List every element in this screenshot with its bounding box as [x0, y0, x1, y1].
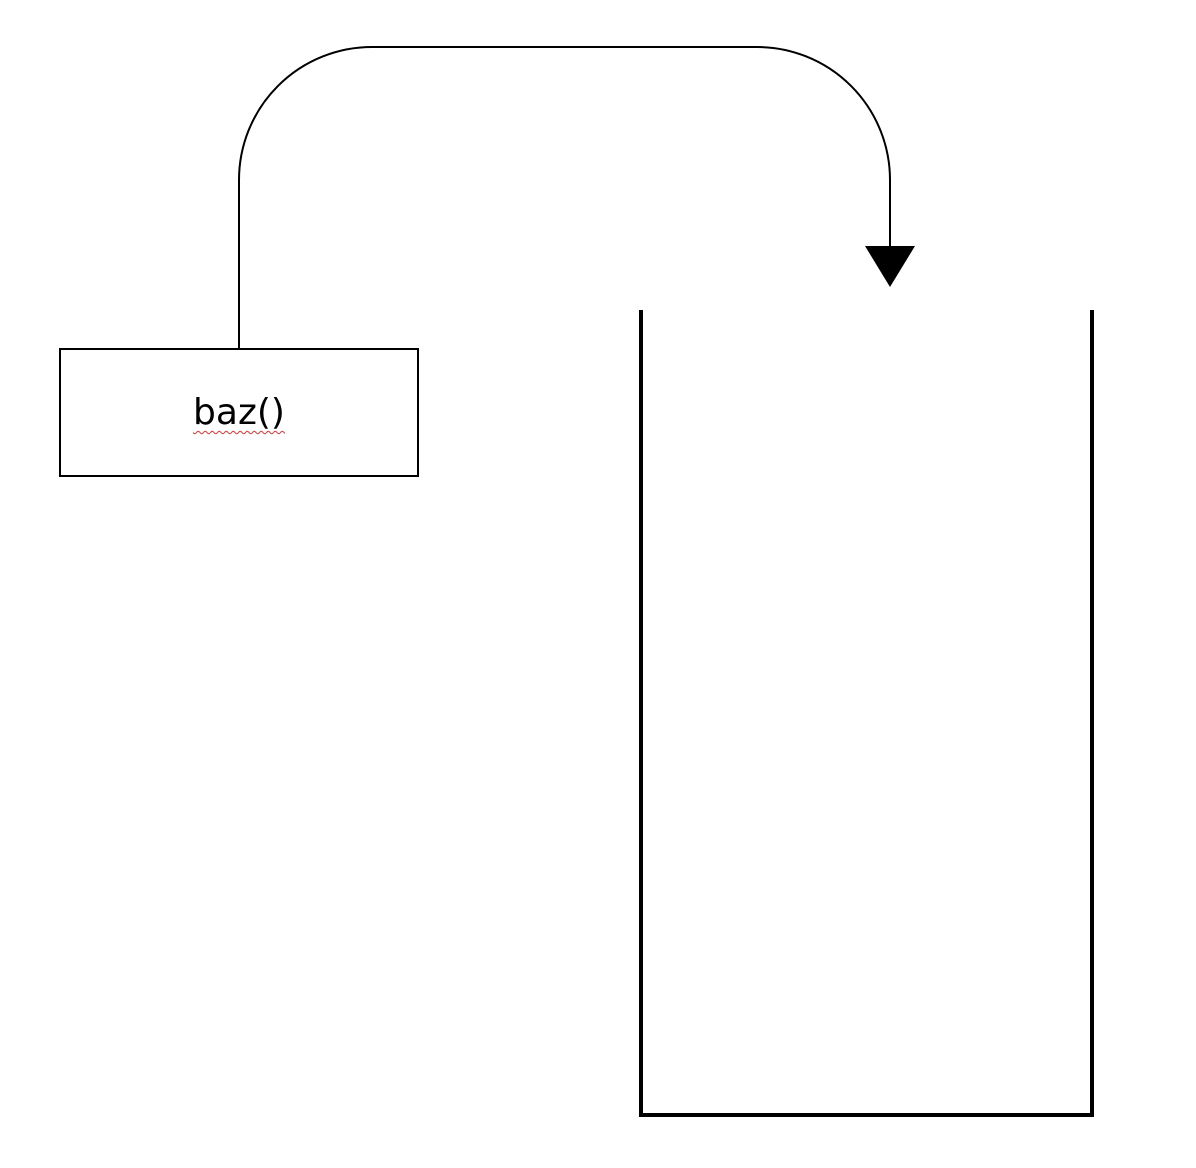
- function-box: baz(): [59, 348, 419, 477]
- stack-container: [639, 310, 1094, 1117]
- call-arrow-path: [238, 46, 891, 348]
- call-arrow-head: [865, 246, 915, 287]
- function-label: baz(): [193, 392, 285, 433]
